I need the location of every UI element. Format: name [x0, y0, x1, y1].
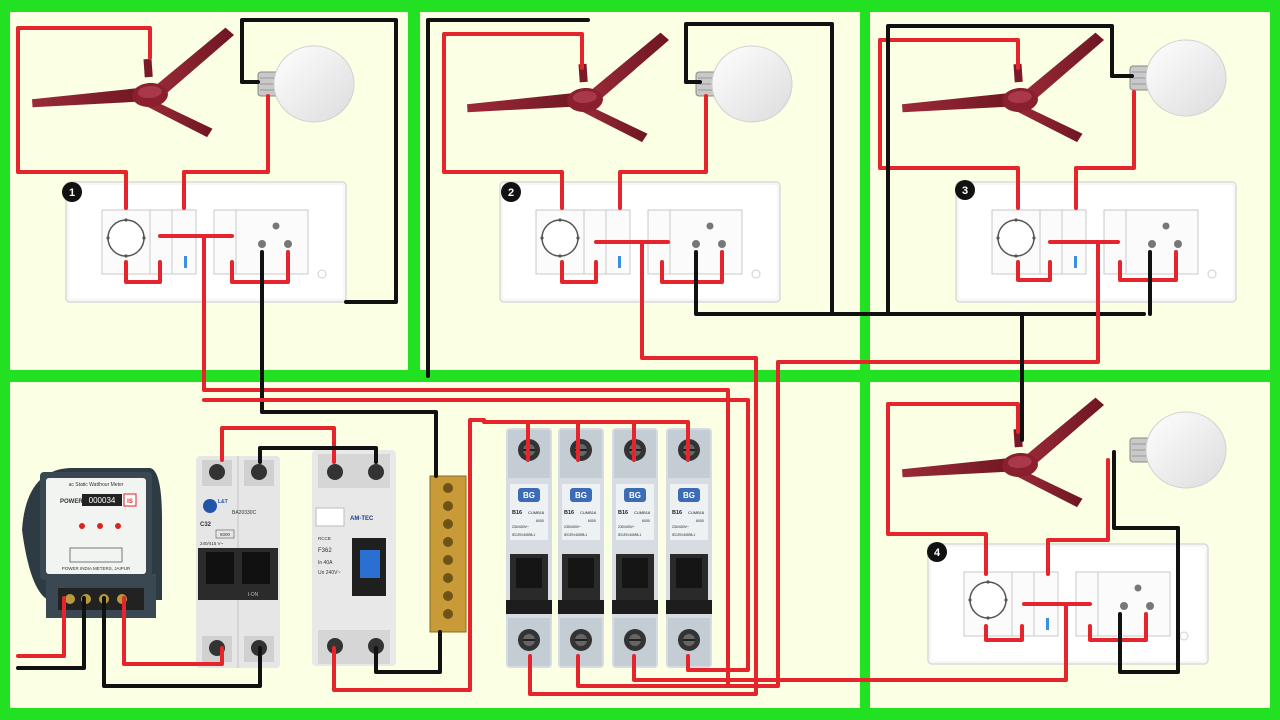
mcb-box: 6000	[696, 519, 704, 523]
meter-footer: POWER INDIA METERS, JAIPUR	[62, 566, 131, 571]
wire-mcb-busbar	[526, 420, 636, 462]
rccb-top: RCCB	[318, 536, 331, 541]
mcb-standard: IEC/EN 60898-1	[564, 533, 587, 537]
mcb-model: CUMB16	[688, 510, 705, 515]
wire-r1-socket-neutral	[260, 250, 438, 478]
wire-r3-bulb-live	[1074, 90, 1136, 210]
mcb-voltage: 230/400V~	[672, 525, 689, 529]
meter-header: ac Static Watthour Meter	[69, 482, 124, 488]
wire-supply-neutral	[16, 596, 86, 670]
mcb-box: 6000	[642, 519, 650, 523]
dp-mcb: L&T BA20330C C32 6000 240/415 V~ I-ON	[196, 456, 280, 668]
mcb-2: BG B16 CUMB16 6000 230/400V~ IEC/EN 60898-1	[557, 427, 605, 669]
wire-r2-feed	[528, 240, 758, 696]
mcb-model: CUMB16	[580, 510, 597, 515]
mcb-standard: IEC/EN 60898-1	[512, 533, 535, 537]
rccb-un: Un 240V~	[318, 570, 340, 576]
mcb-rating: B16	[564, 510, 574, 516]
wire-r4-bulb-live	[1046, 458, 1110, 576]
wire-neutral-main	[694, 250, 1146, 316]
room-3-badge	[955, 180, 975, 200]
wire-r4-feed	[632, 602, 1068, 682]
wire-r4-socket-neutral	[1118, 526, 1180, 674]
wire-r3-switch1	[1016, 260, 1052, 282]
meter-reading: 000034	[89, 496, 116, 505]
wire-r4-switch1	[984, 624, 1024, 642]
wire-rccb-to-busbar	[374, 630, 442, 674]
meter-badge: IS	[127, 499, 133, 505]
dp-mcb-brand: L&T	[218, 499, 228, 505]
wire-r3-neutral	[886, 24, 1114, 316]
mcb-brand: BG	[575, 491, 587, 500]
wire-supply-live	[16, 596, 66, 658]
dp-mcb-rating: C32	[200, 522, 212, 528]
dp-mcb-model: BA20330C	[232, 510, 257, 516]
wire-r2-neutral	[684, 22, 834, 316]
meter-brand: POWER	[60, 499, 83, 505]
dp-mcb-box: 6000	[220, 532, 231, 537]
mcb-voltage: 230/400V~	[564, 525, 581, 529]
wire-rccb-to-mcbs	[332, 418, 690, 692]
mcb-box: 6000	[536, 519, 544, 523]
wire-r3-feed	[576, 240, 1100, 688]
neutral-busbar	[429, 475, 467, 633]
room-1-number: 1	[69, 187, 75, 199]
energy-meter: ac Static Watthour Meter POWER 000034 IS…	[22, 468, 162, 618]
wire-r2-socket-live	[660, 250, 724, 284]
mcb-brand: BG	[629, 491, 641, 500]
wire-r2-fan-live	[442, 32, 584, 210]
mcb-rating: B16	[512, 510, 522, 516]
mcb-3: BG B16 CUMB16 6000 230/400V~ IEC/EN 60898-1	[611, 427, 659, 669]
mcb-model: CUMB16	[634, 510, 651, 515]
mcb-standard: IEC/EN 60898-1	[618, 533, 641, 537]
mcb-rating: B16	[618, 510, 628, 516]
wire-r4-neutral	[1020, 426, 1180, 530]
wire-meter-to-mcb	[122, 596, 224, 666]
wire-r1-feed	[202, 234, 730, 688]
rccb-in: In 40A	[318, 560, 333, 566]
mcb-box: 6000	[588, 519, 596, 523]
mcb-voltage: 230/400V~	[512, 525, 529, 529]
mcb-brand: BG	[523, 491, 535, 500]
dp-mcb-voltage: 240/415 V~	[200, 541, 224, 546]
mcb-rating: B16	[672, 510, 682, 516]
wire-mcb-rccb-neutral	[258, 446, 378, 464]
wire-mcb-to-rccb	[220, 426, 336, 464]
room-2-number: 2	[508, 187, 514, 199]
wire-r2-neutral-feed	[426, 18, 590, 378]
wire-r3-fan-live	[878, 38, 1020, 210]
room-4-number: 4	[934, 547, 941, 559]
mcb-1: BG B16 CUMB16 6000 230/400V~ IEC/EN 60898-1	[505, 427, 553, 669]
room-2-badge	[501, 182, 521, 202]
wire-r2-switch1	[560, 260, 598, 284]
wire-r4-fan-live	[886, 402, 1020, 576]
wire-r1-neutral	[240, 18, 398, 304]
wiring	[16, 18, 1180, 696]
mcb-4: BG B16 CUMB16 6000 230/400V~ IEC/EN 60898-1	[665, 427, 713, 669]
room-1-badge	[62, 182, 82, 202]
rccb-model: F362	[318, 548, 332, 554]
mcb-model: CUMB16	[528, 510, 545, 515]
wire-meter-neutral	[102, 596, 262, 688]
wire-r2-bulb-live	[618, 94, 708, 210]
dp-mcb-on-label: I-ON	[248, 592, 259, 598]
rccb-brand: AM-TEC	[350, 516, 374, 522]
wire-r1-bulb-live	[182, 94, 270, 210]
wire-r1-fan-live	[16, 26, 152, 210]
mcb-voltage: 230/400V~	[618, 525, 635, 529]
room-4-badge	[927, 542, 947, 562]
mcb-standard: IEC/EN 60898-1	[672, 533, 695, 537]
mcb-brand: BG	[683, 491, 695, 500]
wire-mcb4-feed	[202, 398, 750, 672]
wire-r1-switch1	[124, 260, 162, 284]
rccb: AM-TEC RCCB F362 In 40A Un 240V~	[312, 450, 396, 666]
room-3-number: 3	[962, 185, 968, 197]
